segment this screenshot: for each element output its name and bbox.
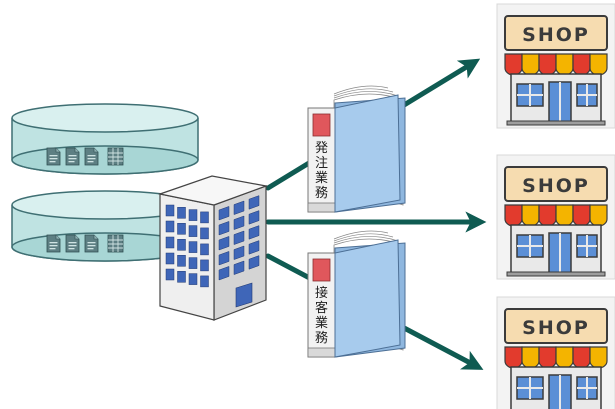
window-icon (188, 209, 198, 221)
window-icon (188, 225, 198, 237)
binder-label: 接客業務 (315, 285, 328, 346)
window-icon (177, 207, 186, 219)
window-icon (233, 260, 245, 275)
binder-ordering: 発注業務 (307, 85, 406, 213)
window-icon (165, 220, 175, 233)
window-icon (248, 195, 260, 210)
shop-sign: SHOP (522, 317, 590, 339)
window-icon (218, 266, 230, 281)
window-icon (248, 240, 260, 255)
window-icon (200, 275, 209, 288)
window-icon (233, 230, 245, 245)
building-windows (218, 195, 260, 281)
window-icon (188, 241, 198, 253)
window-icon (165, 252, 175, 265)
window-icon (248, 255, 260, 270)
shop-icon: SHOP (496, 154, 615, 280)
file-icon (46, 147, 61, 166)
database-upper (11, 103, 199, 175)
window-icon (248, 210, 260, 225)
binder-label: 発注業務 (315, 141, 328, 201)
window-icon (177, 255, 186, 267)
shop-icon: SHOP (496, 296, 615, 409)
window-icon (188, 273, 198, 285)
window-icon (165, 268, 175, 281)
window-icon (200, 243, 209, 256)
window-icon (218, 251, 230, 266)
window-icon (177, 271, 186, 283)
window-icon (200, 211, 209, 224)
shop-sign: SHOP (522, 24, 590, 46)
file-icon (84, 234, 99, 253)
window-icon (165, 236, 175, 249)
file-icon (46, 234, 61, 253)
window-icon (200, 259, 209, 272)
shops: SHOP SHOP SHOP (496, 3, 615, 409)
file-icon (65, 234, 80, 253)
shop-sign: SHOP (522, 175, 590, 197)
spreadsheet-icon (107, 234, 124, 253)
window-icon (177, 223, 186, 235)
window-icon (218, 206, 230, 221)
database-lower (11, 190, 199, 262)
file-icon (84, 147, 99, 166)
window-icon (218, 236, 230, 251)
window-icon (188, 257, 198, 269)
window-icon (177, 239, 186, 251)
window-icon (165, 204, 175, 217)
window-icon (233, 245, 245, 260)
shop-icon: SHOP (496, 3, 615, 129)
headquarters-building-icon (157, 175, 269, 321)
file-icon (65, 147, 80, 166)
spreadsheet-icon (107, 147, 124, 166)
window-icon (233, 215, 245, 230)
window-icon (248, 225, 260, 240)
window-icon (218, 221, 230, 236)
building-windows (165, 204, 209, 288)
window-icon (233, 200, 245, 215)
window-icon (200, 227, 209, 240)
binder-customer-service: 接客業務 (307, 230, 406, 358)
